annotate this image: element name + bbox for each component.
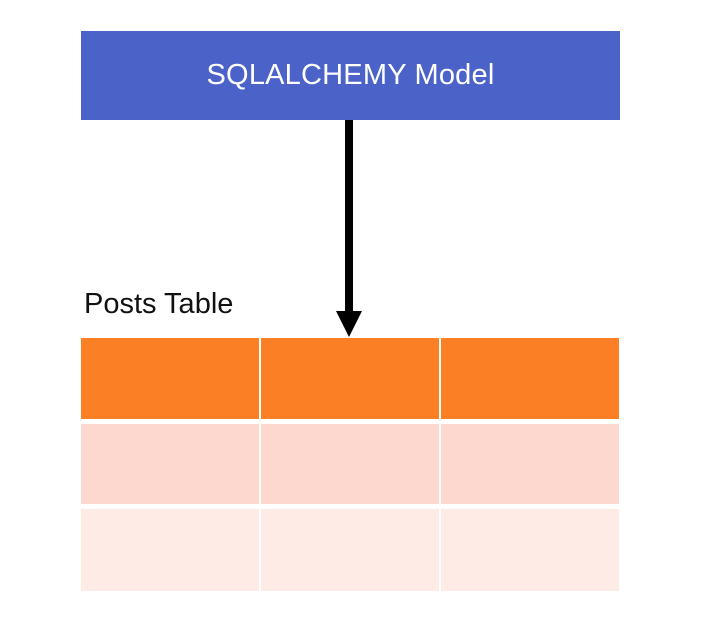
table-header-cell-1 xyxy=(81,338,259,419)
sqlalchemy-model-box: SQLALCHEMY Model xyxy=(81,31,620,120)
table-row-2-cell-2 xyxy=(261,509,439,591)
table-row-2-cell-3 xyxy=(441,509,619,591)
table-row-1-cell-1 xyxy=(81,424,259,504)
table-row-1-cell-3 xyxy=(441,424,619,504)
posts-table xyxy=(81,338,619,591)
table-row-2-cell-1 xyxy=(81,509,259,591)
table-header-cell-3 xyxy=(441,338,619,419)
posts-table-title: Posts Table xyxy=(84,288,234,320)
table-header-cell-2 xyxy=(261,338,439,419)
model-label: SQLALCHEMY Model xyxy=(206,59,495,91)
table-row-1-cell-2 xyxy=(261,424,439,504)
arrow-head xyxy=(336,311,362,337)
